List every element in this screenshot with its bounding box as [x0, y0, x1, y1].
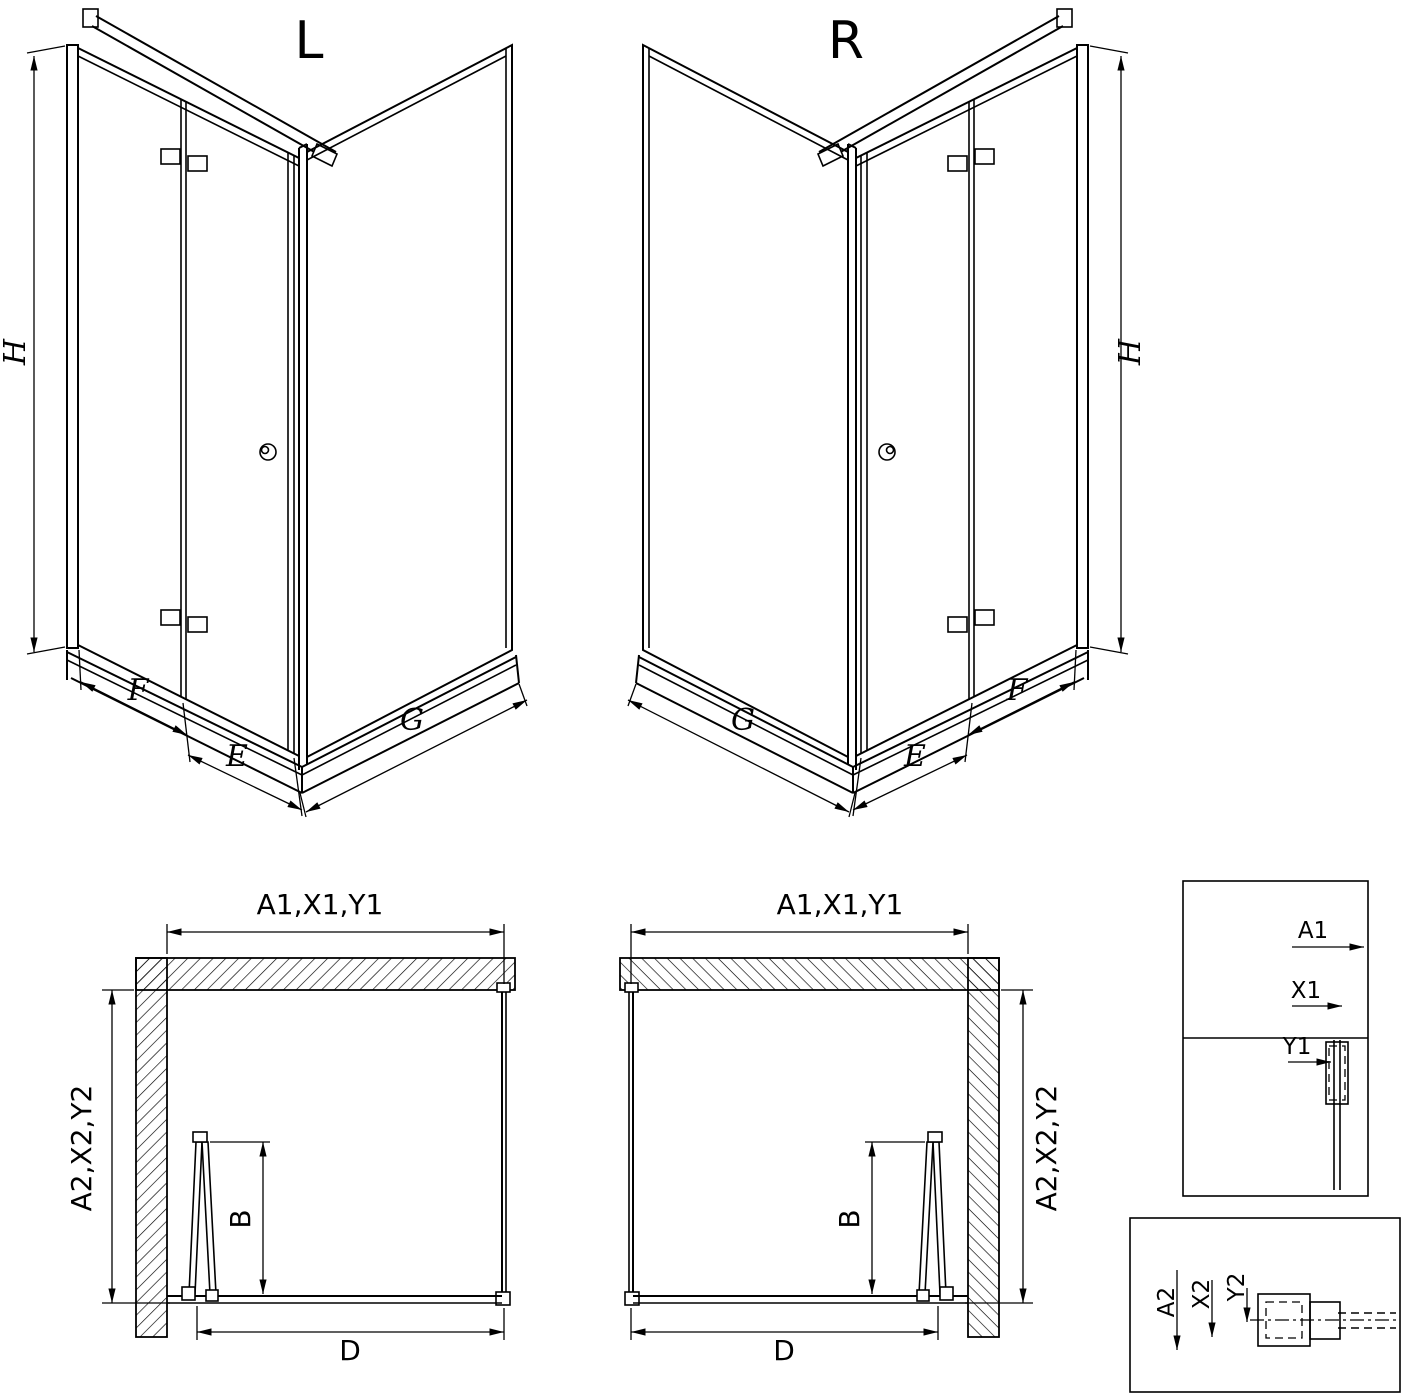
iso-left-dim-side: G: [400, 703, 424, 738]
glass-profile-section-vertical: [1325, 1040, 1349, 1190]
glass-profile-section-horizontal: [1250, 1293, 1397, 1347]
iso-right-dim-entry: E: [903, 739, 926, 774]
iso-right-dim-front: F: [1006, 673, 1029, 708]
iso-dimension-lines: [26, 45, 528, 818]
tray-edge-plan: [167, 1295, 502, 1304]
detail-box-bottom: [1129, 1217, 1401, 1393]
plan-dimension-lines: [102, 924, 505, 1340]
wall-profile: [66, 44, 79, 649]
plan-left-dim-door: B: [224, 1209, 257, 1228]
door-handle: [259, 443, 277, 461]
detail-top-label-y1: Y1: [1282, 1034, 1312, 1060]
front-panel-frame: [77, 47, 300, 757]
iso-left-dim-front: F: [127, 673, 150, 708]
top-stabilizer-bar: [82, 8, 339, 168]
plan-right-dim-width: A1,X1,Y1: [777, 888, 904, 921]
detail-top-arrows: [1288, 943, 1364, 1066]
iso-right-dim-height: H: [1113, 338, 1148, 366]
detail-bottom-arrows: [1173, 1270, 1251, 1350]
door-hinge-bottom: [160, 609, 208, 633]
shower-tray: [66, 650, 520, 794]
plan-right-dim-depth: A2,X2,Y2: [1030, 1085, 1063, 1212]
plan-right-dim-door: B: [833, 1209, 866, 1228]
plan-left-dim-base: D: [339, 1334, 361, 1367]
side-glass-plan: [495, 982, 511, 1306]
plan-left-dim-width: A1,X1,Y1: [257, 888, 384, 921]
corner-post: [298, 143, 308, 770]
bifold-door-panels: [180, 99, 295, 753]
iso-right-dim-side: G: [731, 703, 755, 738]
door-hinge-top: [160, 148, 208, 172]
walls-hatched: [135, 957, 516, 1338]
detail-top-label-a1: A1: [1298, 918, 1328, 944]
detail-top-label-x1: X1: [1291, 978, 1321, 1004]
plan-drawing-right: [620, 924, 1033, 1340]
iso-drawing-right: [628, 9, 1128, 817]
side-glass-panel: [306, 43, 513, 759]
folded-door-plan: [181, 1131, 219, 1302]
iso-left-dim-height: H: [0, 338, 33, 366]
plan-drawing-left: [102, 924, 516, 1340]
plan-left-dim-depth: A2,X2,Y2: [65, 1085, 98, 1212]
iso-left-dim-entry: E: [225, 739, 248, 774]
iso-right-title: R: [828, 11, 864, 71]
detail-bottom-label-y2: Y2: [1224, 1273, 1250, 1303]
plan-right-dim-base: D: [773, 1334, 795, 1367]
detail-bottom-label-a2: A2: [1154, 1287, 1180, 1317]
detail-bottom-label-x2: X2: [1189, 1279, 1215, 1309]
iso-left-title: L: [295, 11, 324, 71]
iso-drawing-left: [26, 8, 528, 818]
detail-box-top: [1182, 880, 1369, 1197]
